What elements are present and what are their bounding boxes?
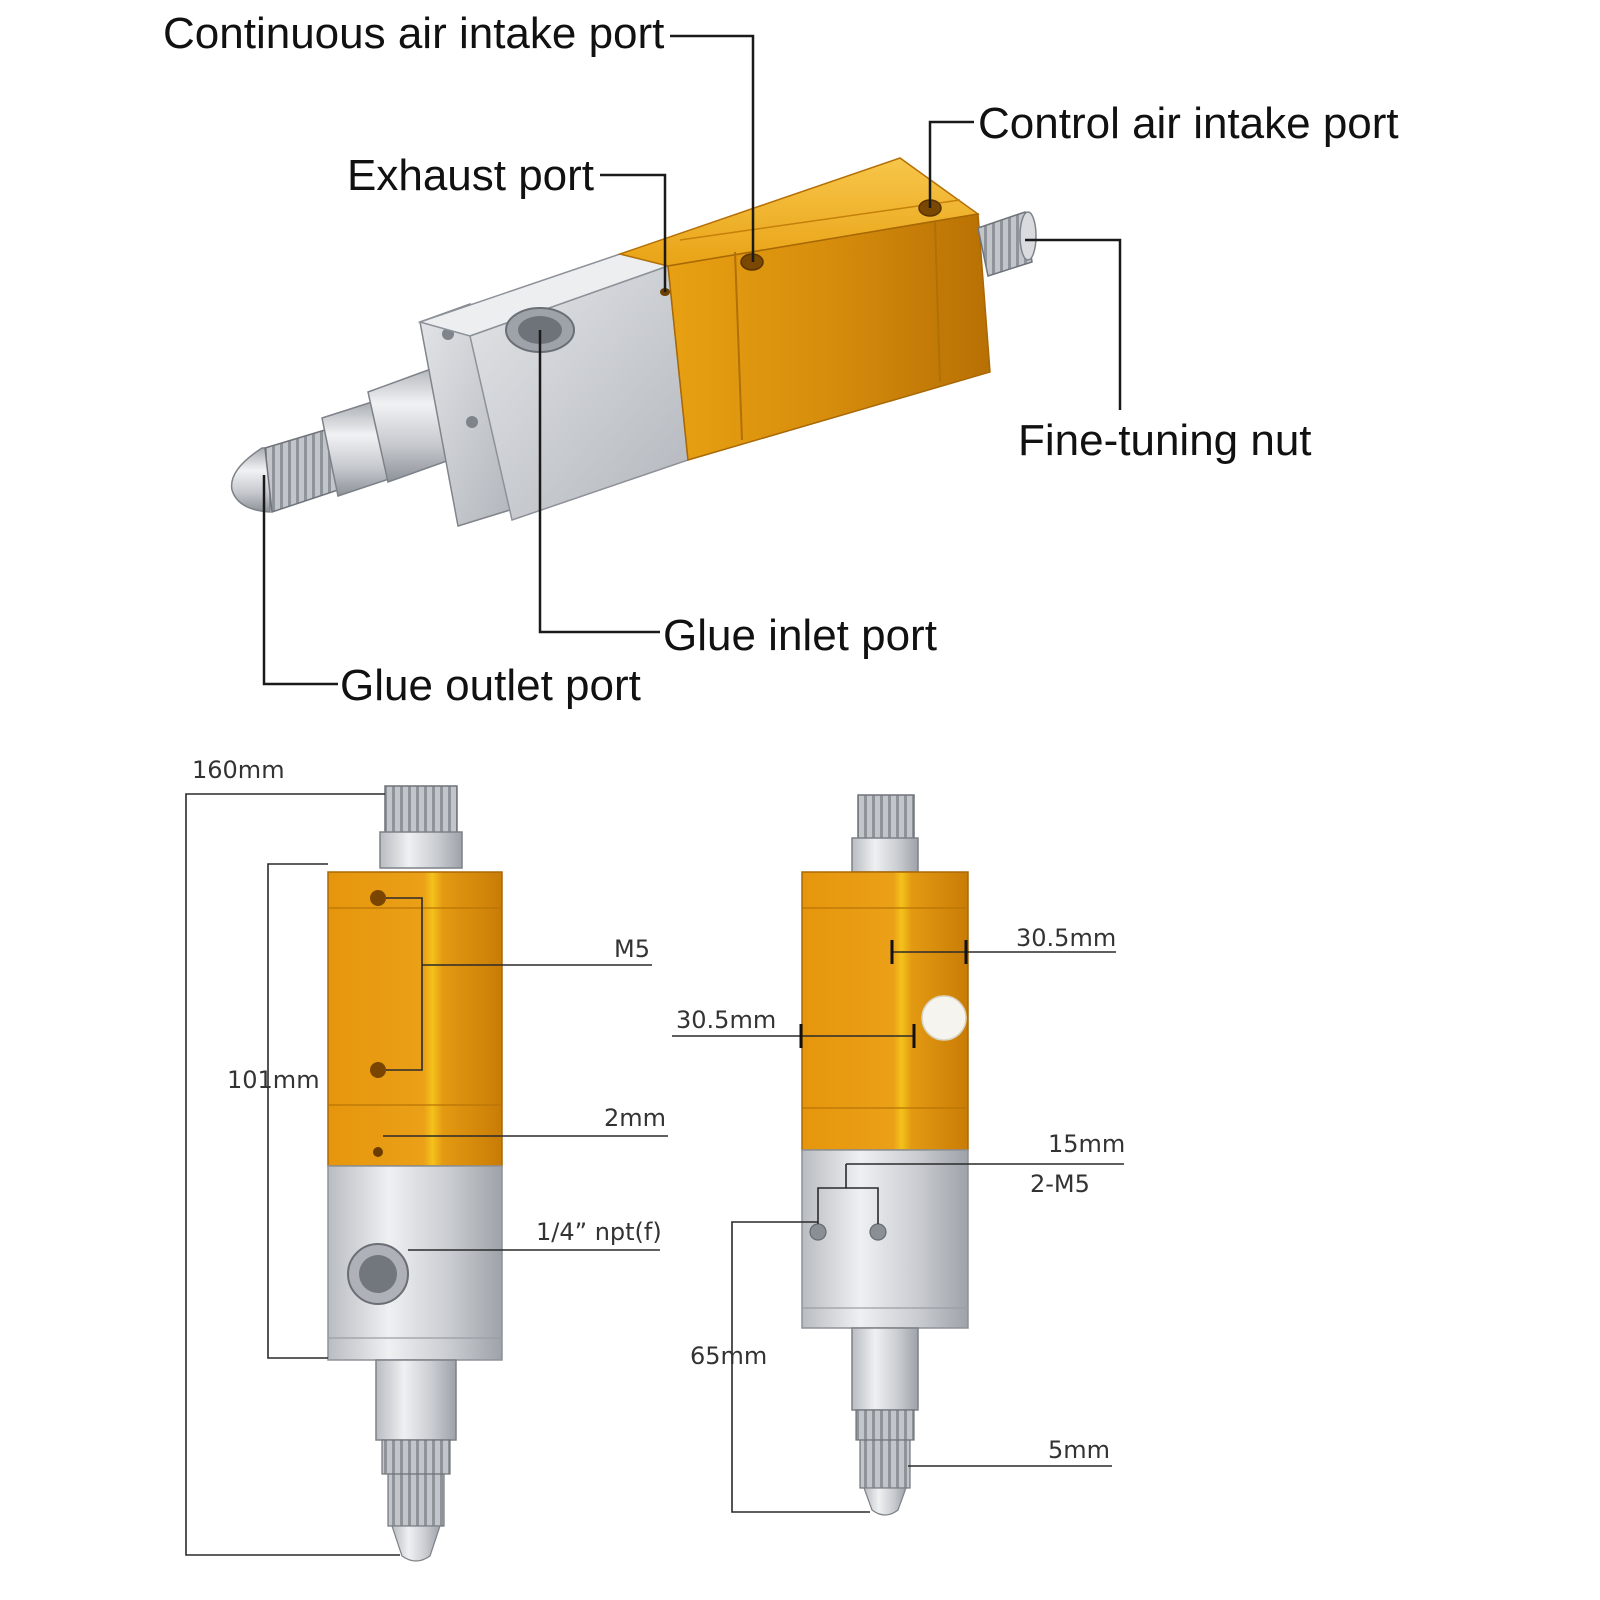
steel-block-right-view xyxy=(801,1149,969,1329)
dim-160mm: 160mm xyxy=(192,756,285,784)
dim-2-m5: 2-M5 xyxy=(1030,1170,1090,1198)
valve-side-view xyxy=(801,794,969,1516)
dim-2mm: 2mm xyxy=(604,1104,666,1132)
mount-hole-right xyxy=(869,1223,887,1241)
gold-body-left-view xyxy=(327,871,503,1167)
labels-top: Continuous air intake port Control air i… xyxy=(163,9,1399,710)
label-control-air-intake-port: Control air intake port xyxy=(978,99,1399,148)
nozzle-knurl-left-view xyxy=(387,1473,445,1527)
dims-left-labels: 160mm 101mm M5 2mm 1/4” npt(f) xyxy=(192,756,666,1246)
gold-body-side-3d xyxy=(667,213,991,461)
dim-inlet-thread: 1/4” npt(f) xyxy=(536,1218,662,1246)
dim-30-5mm-front: 30.5mm xyxy=(676,1006,776,1034)
exhaust-hole-front xyxy=(373,1147,383,1157)
label-exhaust-port: Exhaust port xyxy=(347,151,594,200)
dims-right-lines xyxy=(672,940,1124,1513)
valve-3d-view xyxy=(230,157,1037,527)
dim-65mm: 65mm xyxy=(690,1342,767,1370)
dims-right-labels: 30.5mm 30.5mm 15mm 2-M5 65mm 5mm xyxy=(676,924,1125,1464)
knob-right-view xyxy=(857,794,915,842)
knob-left-view xyxy=(384,785,458,835)
fine-tuning-nut-3d xyxy=(977,210,1033,277)
steel-block-left-view xyxy=(327,1165,503,1361)
label-glue-inlet-port: Glue inlet port xyxy=(663,611,937,660)
nozzle-knurl-right-view xyxy=(859,1439,911,1489)
valve-front-view xyxy=(327,785,503,1562)
label-glue-outlet-port: Glue outlet port xyxy=(340,661,641,710)
label-fine-tuning-nut: Fine-tuning nut xyxy=(1018,416,1312,465)
dim-15mm: 15mm xyxy=(1048,1130,1125,1158)
sticker-label xyxy=(921,995,967,1041)
dim-5mm: 5mm xyxy=(1048,1436,1110,1464)
dims-left-lines xyxy=(185,793,668,1556)
dim-101mm: 101mm xyxy=(227,1066,320,1094)
mount-hole-left xyxy=(809,1223,827,1241)
m5-hole-lower xyxy=(370,1062,386,1078)
m5-hole-upper xyxy=(370,890,386,906)
leader-lines-top xyxy=(262,34,1122,686)
label-continuous-air-intake-port: Continuous air intake port xyxy=(163,9,664,58)
dim-m5: M5 xyxy=(614,935,650,963)
dim-30-5mm-top: 30.5mm xyxy=(1016,924,1116,952)
